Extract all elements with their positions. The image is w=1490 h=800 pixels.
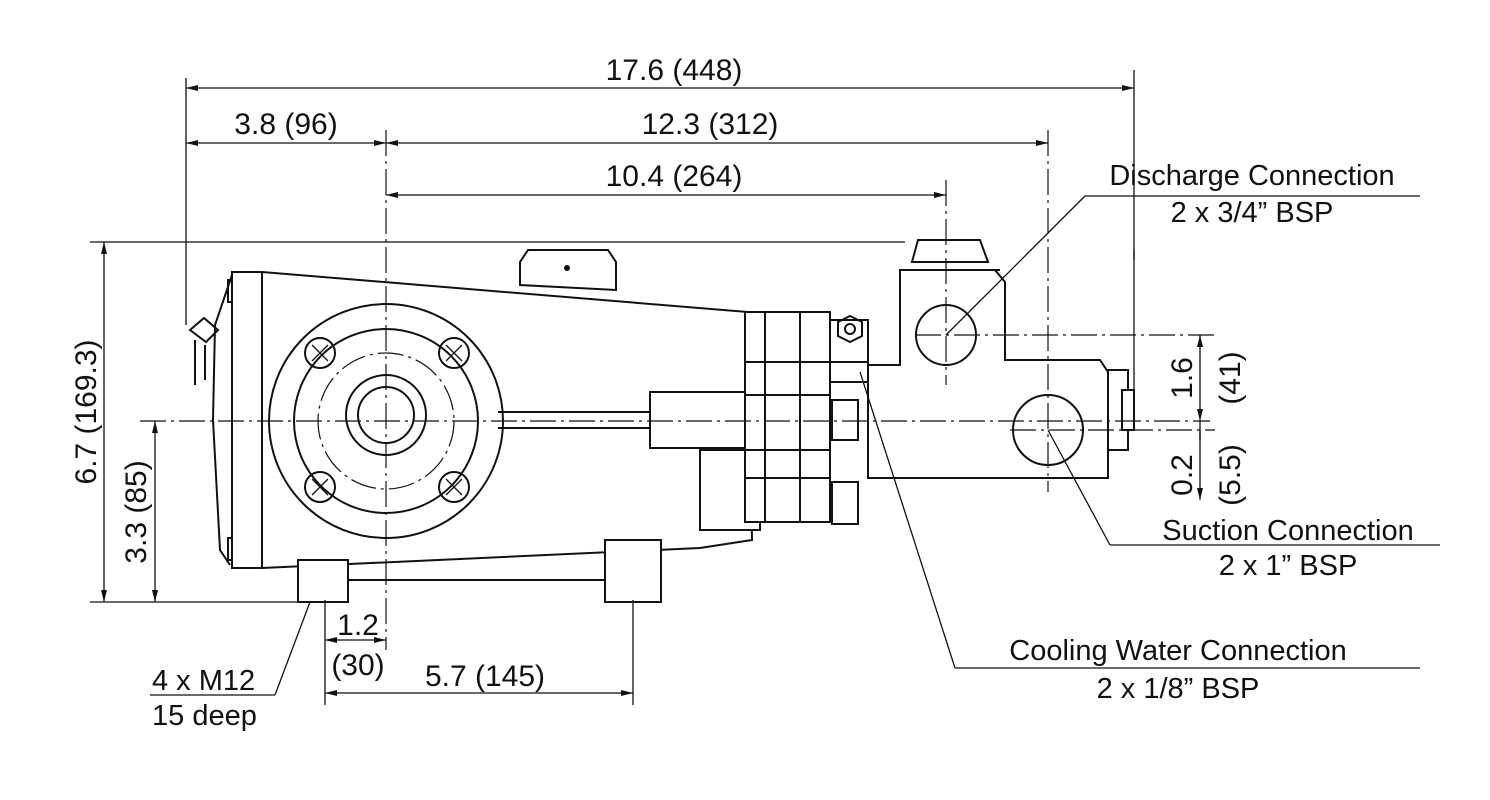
dim-foot-offset-bottom: (30) [331, 649, 384, 682]
crankcase-housing [231, 271, 754, 569]
discharge-title: Discharge Connection [1109, 160, 1394, 192]
flange-bolts [304, 337, 470, 503]
dim-port-spacing-top: 1.6 [1166, 357, 1199, 399]
piston-rod [498, 411, 650, 429]
discharge-spec: 2 x 3/4” BSP [1171, 197, 1334, 229]
discharge-nut [910, 239, 990, 263]
dim-discharge-center: 10.4 (264) [606, 160, 743, 193]
dim-shaft-height: 3.3 (85) [120, 460, 153, 563]
foot-left [297, 559, 349, 603]
callout-labels: Discharge Connection 2 x 3/4” BSP Suctio… [152, 160, 1414, 732]
seal-stack [744, 311, 831, 523]
suction-spec: 2 x 1” BSP [1219, 550, 1358, 582]
foot-right [604, 539, 662, 603]
stack-nut-bottom [831, 481, 859, 525]
manifold-head [867, 269, 1109, 479]
dim-port-spacing-bottom: (41) [1214, 351, 1247, 404]
cooling-spec: 2 x 1/8” BSP [1097, 673, 1260, 705]
stack-nut-top [831, 399, 859, 441]
dim-suction-center: 12.3 (312) [642, 108, 779, 141]
leader-lines [150, 195, 1440, 696]
mounting-title: 4 x M12 [152, 665, 255, 697]
extension-lines [90, 70, 1135, 705]
dim-overall-height: 6.7 (169.3) [70, 339, 103, 484]
dimension-labels: 17.6 (448) 3.8 (96) 12.3 (312) 10.4 (264… [70, 54, 1247, 693]
suction-title: Suction Connection [1162, 515, 1414, 547]
dim-overall-length: 17.6 (448) [606, 54, 743, 87]
dim-foot-spacing: 5.7 (145) [425, 660, 545, 693]
cooling-title: Cooling Water Connection [1009, 635, 1346, 667]
dim-suction-offset-top: 0.2 [1166, 454, 1199, 496]
mounting-spec: 15 deep [152, 700, 257, 732]
cooling-fitting [829, 314, 869, 383]
rear-bracket [211, 274, 233, 566]
dimension-lines [101, 85, 1203, 696]
center-lines [140, 130, 1215, 650]
dim-suction-offset-bottom: (5.5) [1214, 444, 1247, 506]
bracket-clip [188, 316, 220, 385]
dim-foot-offset-top: 1.2 [337, 609, 379, 642]
dim-flange-offset: 3.8 (96) [234, 108, 337, 141]
